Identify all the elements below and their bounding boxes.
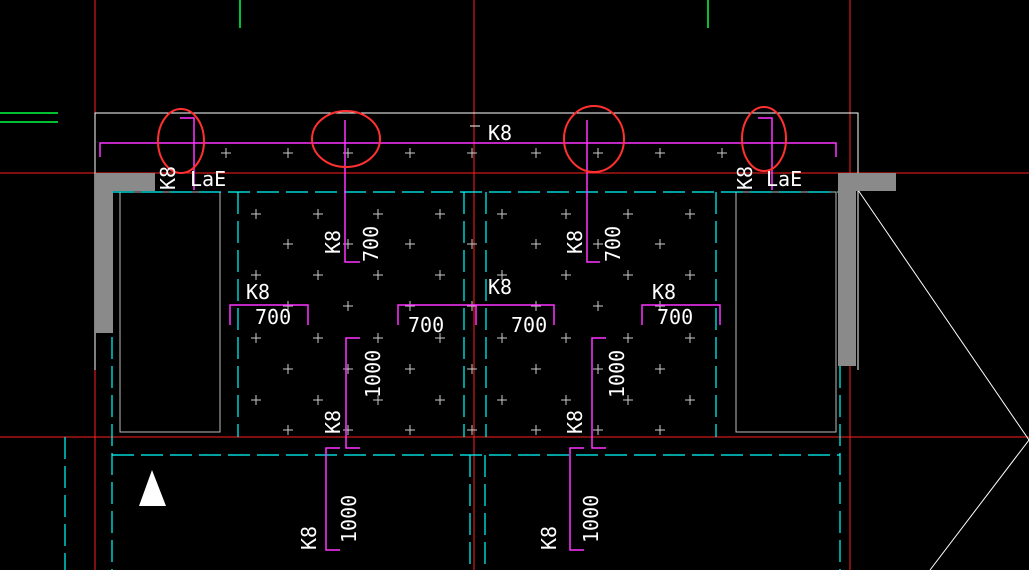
label-k8-upper-left: K8 <box>321 230 345 254</box>
label-1000-bottom-right: 1000 <box>579 495 603 543</box>
label-700-upper-right: 700 <box>601 226 625 262</box>
label-k8-upper-right: K8 <box>563 230 587 254</box>
grid-cross-markers <box>221 148 727 435</box>
label-700-mid-right: 700 <box>657 305 693 329</box>
rebar-brackets-1000 <box>325 337 606 551</box>
triangle-up-icon <box>139 470 166 506</box>
label-k8-lower-left: K8 <box>321 410 345 434</box>
label-1000-lower-right: 1000 <box>605 350 629 398</box>
label-700-upper-left: 700 <box>359 226 383 262</box>
label-lae-right: LaE <box>766 167 802 191</box>
label-k8-lower-right: K8 <box>563 410 587 434</box>
label-k8-right-vertical: K8 <box>733 166 757 190</box>
highlight-circles <box>157 105 787 174</box>
label-k8-mid-right: K8 <box>652 280 676 304</box>
rebar-brackets-700 <box>229 304 721 325</box>
label-k8-mid-left: K8 <box>246 280 270 304</box>
rebar-labels: K8 K8 LaE K8 LaE K8 700 K8 700 K8 700 70… <box>156 121 802 550</box>
label-k8-bottom-left: K8 <box>297 526 321 550</box>
label-700-mid-center-left: 700 <box>408 313 444 337</box>
label-lae-left: LaE <box>190 167 226 191</box>
label-1000-bottom-left: 1000 <box>337 495 361 543</box>
label-k8-top: K8 <box>488 121 512 145</box>
label-k8-bottom-right: K8 <box>537 526 561 550</box>
label-1000-lower-left: 1000 <box>361 350 385 398</box>
label-700-mid-left: 700 <box>255 305 291 329</box>
label-k8-mid-center: K8 <box>488 275 512 299</box>
label-k8-left-vertical: K8 <box>156 166 180 190</box>
label-700-mid-center-right: 700 <box>511 313 547 337</box>
columns <box>95 173 896 366</box>
green-lines <box>0 0 709 123</box>
